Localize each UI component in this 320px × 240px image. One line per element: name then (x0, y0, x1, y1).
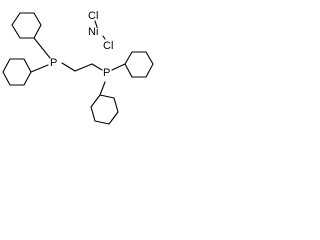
atom-label-phosphorus-2: P (103, 67, 110, 79)
cyclohexyl-ring-bottom (90, 94, 119, 125)
atom-label-nickel: Ni (88, 26, 98, 38)
bond-p2-ring-right (111, 63, 126, 71)
atom-label-chlorine-top: Cl (88, 10, 98, 22)
bond-ch2-p2 (91, 63, 103, 71)
chemical-structure: P P Cl Ni Cl (2, 10, 154, 125)
bond-p1-ring-left (30, 64, 49, 73)
atom-label-phosphorus-1: P (50, 57, 57, 69)
cyclohexyl-ring-top-left (11, 12, 42, 39)
bond-ch2-ch2 (74, 63, 93, 72)
cyclohexyl-ring-left (2, 58, 32, 86)
atom-label-chlorine-right: Cl (103, 40, 113, 52)
bond-ni-cl-right (102, 35, 106, 40)
bond-p2-ring-bottom (99, 81, 106, 96)
bond-ni-cl-top (94, 20, 98, 28)
bond-p1-ring-top-left (33, 37, 51, 59)
cyclohexyl-ring-right (124, 51, 154, 78)
bond-p1-ch2 (61, 62, 76, 72)
